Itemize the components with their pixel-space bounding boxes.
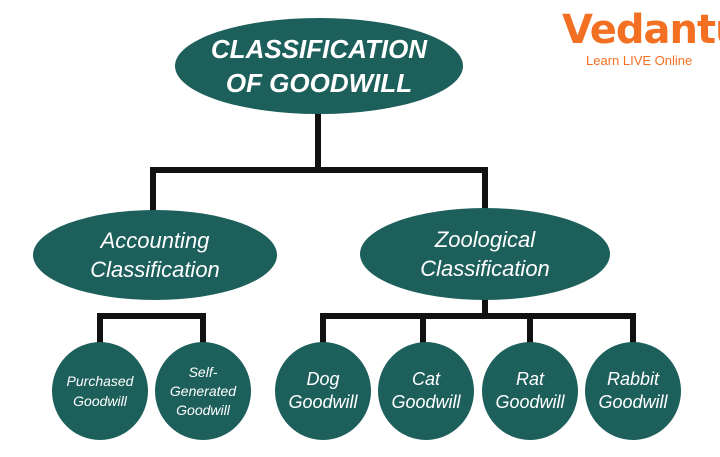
logo-tagline: Learn LIVE Online bbox=[586, 53, 693, 68]
cat-goodwill-label: Cat Goodwill bbox=[391, 369, 461, 412]
dog-goodwill-node: Dog Goodwill bbox=[275, 342, 371, 440]
accounting-classification-label: Accounting Classification bbox=[90, 228, 220, 282]
root-label: CLASSIFICATION OF GOODWILL bbox=[210, 34, 428, 98]
rat-goodwill-node: Rat Goodwill bbox=[482, 342, 578, 440]
dog-goodwill-label: Dog Goodwill bbox=[288, 369, 358, 412]
zoological-classification-node: Zoological Classification bbox=[360, 208, 610, 300]
self-generated-goodwill-label: Self-Generated Goodwill bbox=[169, 363, 237, 418]
self-generated-goodwill-node: Self-Generated Goodwill bbox=[155, 342, 251, 440]
zoological-classification-label: Zoological Classification bbox=[420, 227, 550, 281]
rat-goodwill-label: Rat Goodwill bbox=[495, 369, 565, 412]
logo-wordmark: Vedantu bbox=[562, 7, 720, 53]
rabbit-goodwill-node: Rabbit Goodwill bbox=[585, 342, 681, 440]
vedantu-logo: Vedantu Learn LIVE Online bbox=[560, 6, 720, 70]
root-node: CLASSIFICATION OF GOODWILL bbox=[175, 18, 463, 114]
cat-goodwill-node: Cat Goodwill bbox=[378, 342, 474, 440]
accounting-classification-node: Accounting Classification bbox=[33, 210, 277, 300]
purchased-goodwill-node: Purchased Goodwill bbox=[52, 342, 148, 440]
rabbit-goodwill-label: Rabbit Goodwill bbox=[598, 369, 668, 412]
purchased-goodwill-label: Purchased Goodwill bbox=[66, 373, 134, 409]
